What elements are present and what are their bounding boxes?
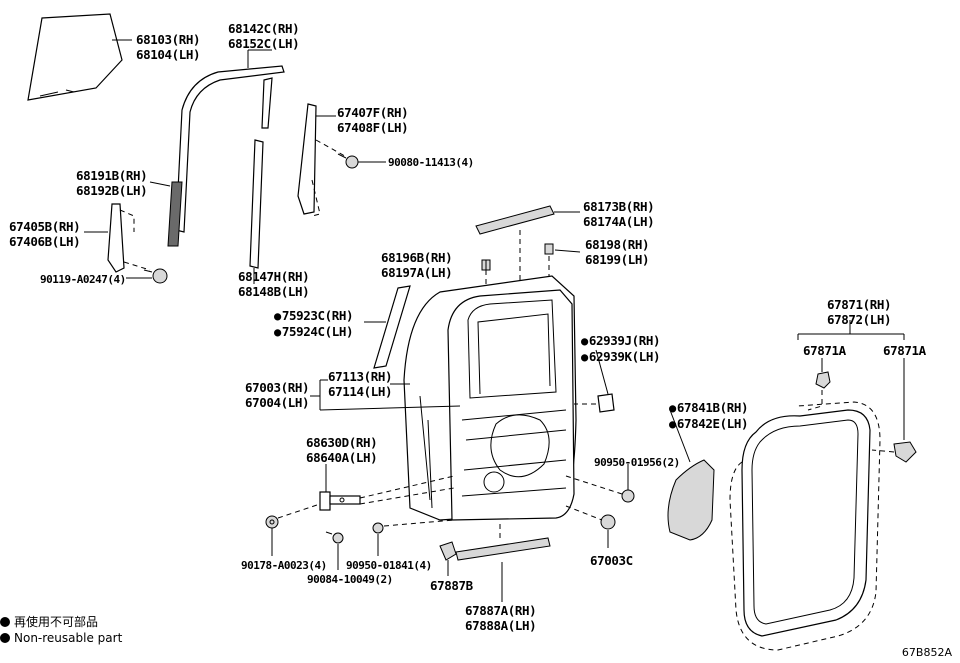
plug-67003c (600, 514, 616, 530)
label-68103: 68103(RH) 68104(LH) (136, 32, 201, 62)
label-68198: 68198(RH) 68199(LH) (585, 237, 650, 267)
service-hole-pad (597, 393, 615, 413)
label-67887a: 67887A(RH) 67888A(LH) (465, 603, 537, 633)
label-90950-01956: 90950-01956(2) (594, 456, 680, 469)
label-67871: 67871(RH) 67872(LH) (827, 297, 892, 327)
nut-90178 (265, 515, 279, 529)
label-90119: 90119-A0247(4) (40, 273, 126, 286)
lower-moulding (455, 537, 551, 561)
label-67405: 67405B(RH) 67406B(LH) (9, 219, 81, 249)
belt-moulding (475, 205, 555, 235)
diagram-reference-code: 67B852A (901, 646, 952, 659)
label-90084: 90084-10049(2) (307, 573, 393, 586)
label-68196: 68196B(RH) 68197A(LH) (381, 250, 453, 280)
clip-67871a-right (893, 441, 917, 463)
label-90950-01841: 90950-01841(4) (346, 559, 432, 572)
label-67871a-left: 67871A (803, 343, 846, 358)
clip-67871a-left (815, 371, 831, 389)
front-lower-frame (249, 139, 264, 269)
bolt-90119 (143, 268, 168, 284)
label-90178: 90178-A0023(4) (241, 559, 327, 572)
clip-67887b (439, 541, 457, 561)
door-glass (27, 13, 123, 101)
service-hole-cover (667, 459, 715, 541)
label-67407: 67407F(RH) 67408F(LH) (337, 105, 409, 135)
door-moulding (373, 285, 411, 369)
clip-68198 (544, 243, 554, 255)
non-reusable-bullet-icon (0, 633, 10, 643)
label-67113: 67113(RH) 67114(LH) (328, 369, 393, 399)
glass-run (175, 65, 285, 233)
label-62939: 62939J(RH) 62939K(LH) (581, 333, 661, 365)
bolt-90080 (337, 153, 359, 169)
legend-line-2: Non-reusable part (0, 631, 122, 645)
label-68147: 68147H(RH) 68148B(LH) (238, 269, 310, 299)
label-68630: 68630D(RH) 68640A(LH) (306, 435, 378, 465)
bolt-90084 (325, 531, 344, 544)
non-reusable-bullet-icon (0, 617, 10, 627)
division-bar (107, 203, 125, 273)
plug-90950-01956 (621, 489, 635, 503)
label-67871a-right: 67871A (883, 343, 926, 358)
legend-line-1: 再使用不可部品 (0, 615, 98, 629)
label-68173: 68173B(RH) 68174A(LH) (583, 199, 655, 229)
door-panel (403, 275, 577, 521)
label-75923: 75923C(RH) 75924C(LH) (274, 308, 354, 340)
door-frame-garnish (297, 103, 317, 215)
rear-lower-frame (167, 181, 183, 247)
label-68191: 68191B(RH) 68192B(LH) (76, 168, 148, 198)
door-hinge (319, 491, 361, 511)
door-weatherstrip (729, 401, 881, 651)
label-67003c: 67003C (590, 553, 633, 568)
label-90080: 90080-11413(4) (388, 156, 474, 169)
label-67841: 67841B(RH) 67842E(LH) (669, 400, 749, 432)
plug-90950-01841 (372, 522, 384, 534)
label-68142: 68142C(RH) 68152C(LH) (228, 21, 300, 51)
label-67003: 67003(RH) 67004(LH) (245, 380, 310, 410)
label-67887b: 67887B (430, 578, 473, 593)
